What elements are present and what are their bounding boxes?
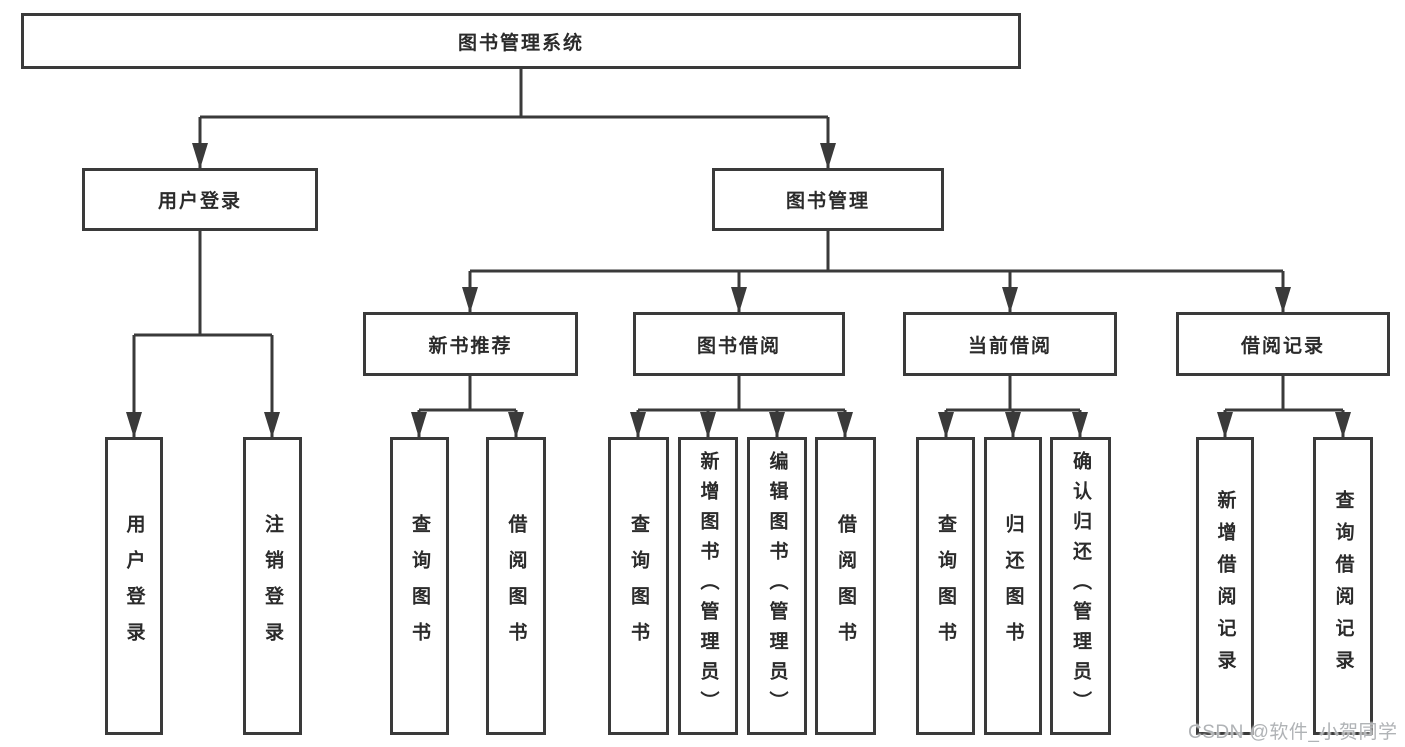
node-borrow-record: 借阅记录: [1176, 312, 1390, 376]
node-query-borrow-record: 查询借阅记录: [1313, 437, 1373, 735]
connector-user-login-trunk: [134, 229, 272, 337]
connector-current-borrow-trunk: [946, 374, 1080, 412]
node-login-leaf: 用户登录: [105, 437, 163, 735]
connector-borrow-record-trunk: [1225, 374, 1343, 412]
node-library-system: 图书管理系统: [21, 13, 1021, 69]
node-new-book-recommend: 新书推荐: [363, 312, 578, 376]
node-edit-book-admin: 编辑图书（管理员）: [747, 437, 807, 735]
node-query-borrow-record-label: 查询借阅记录: [1332, 490, 1354, 682]
node-add-borrow-record-label: 新增借阅记录: [1214, 490, 1236, 682]
node-current-borrow-label: 当前借阅: [967, 335, 1052, 357]
node-library-system-label: 图书管理系统: [457, 32, 584, 54]
connector-root-trunk: [200, 66, 828, 119]
connector-new-book-trunk: [419, 374, 516, 412]
node-borrow-book-leaf-label: 借阅图书: [835, 514, 856, 658]
node-book-management: 图书管理: [712, 168, 944, 231]
node-logout-leaf-label: 注销登录: [262, 514, 283, 658]
node-return-book-label: 归还图书: [1002, 514, 1024, 658]
connector-book-management-trunk: [470, 229, 1283, 273]
node-borrow-book-recommend-label: 借阅图书: [505, 514, 527, 658]
csdn-watermark: CSDN @软件_小贺同学: [1188, 722, 1398, 743]
node-add-book-admin-label: 新增图书（管理员）: [697, 451, 719, 721]
node-edit-book-admin-label: 编辑图书（管理员）: [766, 451, 788, 721]
connector-book-borrow-trunk: [638, 374, 845, 412]
node-query-book-borrow: 查询图书: [608, 437, 669, 735]
node-query-book-recommend: 查询图书: [390, 437, 449, 735]
node-current-borrow: 当前借阅: [903, 312, 1117, 376]
node-query-book-current-label: 查询图书: [935, 514, 956, 658]
node-query-book-current: 查询图书: [916, 437, 975, 735]
node-add-borrow-record: 新增借阅记录: [1196, 437, 1254, 735]
node-logout-leaf: 注销登录: [243, 437, 302, 735]
node-user-login-label: 用户登录: [157, 191, 242, 212]
node-book-borrow: 图书借阅: [633, 312, 845, 376]
node-query-book-borrow-label: 查询图书: [628, 514, 649, 658]
node-login-leaf-label: 用户登录: [123, 514, 145, 658]
node-query-book-recommend-label: 查询图书: [409, 514, 430, 658]
node-borrow-book-recommend: 借阅图书: [486, 437, 546, 735]
node-book-management-label: 图书管理: [785, 191, 870, 212]
node-return-book: 归还图书: [984, 437, 1042, 735]
node-new-book-recommend-label: 新书推荐: [428, 335, 513, 357]
node-user-login: 用户登录: [82, 168, 318, 231]
node-borrow-book-leaf: 借阅图书: [815, 437, 876, 735]
node-confirm-return-admin: 确认归还（管理员）: [1050, 437, 1111, 735]
node-book-borrow-label: 图书借阅: [696, 335, 781, 357]
node-borrow-record-label: 借阅记录: [1240, 335, 1325, 357]
node-confirm-return-admin-label: 确认归还（管理员）: [1070, 451, 1091, 721]
node-add-book-admin: 新增图书（管理员）: [678, 437, 738, 735]
